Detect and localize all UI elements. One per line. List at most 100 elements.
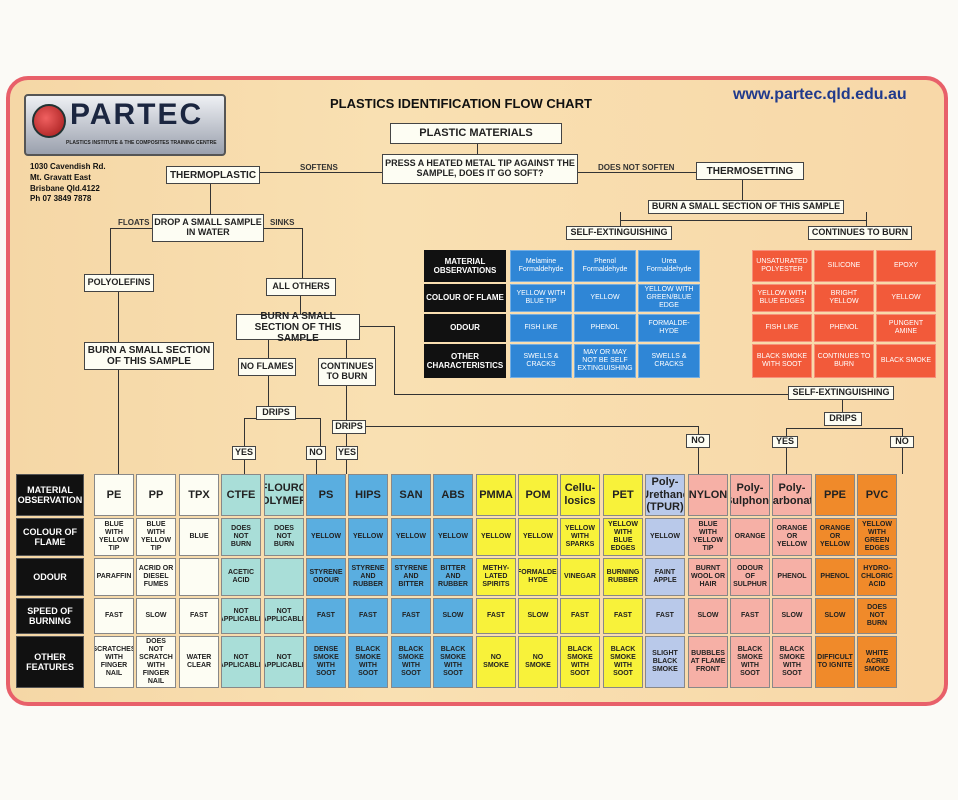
table-cell: ODOUR OF SULPHUR bbox=[730, 558, 770, 596]
connector bbox=[394, 394, 788, 395]
table-cell: SLOW bbox=[772, 598, 812, 634]
softness-test-box: PRESS A HEATED METAL TIP AGAINST THE SAM… bbox=[382, 154, 578, 184]
table-cell: YELLOW WITH SPARKS bbox=[560, 518, 600, 556]
connector bbox=[316, 460, 317, 474]
table-row-label: MATERIAL OBSERVATION bbox=[16, 474, 84, 516]
no-box: NO bbox=[306, 446, 326, 460]
material-name: HIPS bbox=[348, 474, 388, 516]
ts-red-cell: EPOXY bbox=[876, 250, 936, 282]
ts-row-label: OTHER CHARACTERISTICS bbox=[424, 344, 506, 378]
table-cell: PHENOL bbox=[815, 558, 855, 596]
thermoplastic-box: THERMOPLASTIC bbox=[166, 166, 260, 184]
connector bbox=[210, 184, 211, 214]
material-name: POM bbox=[518, 474, 558, 516]
all-others-box: ALL OTHERS bbox=[266, 278, 336, 296]
ts-red-cell: YELLOW WITH BLUE EDGES bbox=[752, 284, 812, 312]
table-cell: BUBBLES AT FLAME FRONT bbox=[688, 636, 728, 688]
table-cell: SLIGHT BLACK SMOKE bbox=[645, 636, 685, 688]
ts-blue-cell: MAY OR MAY NOT BE SELF EXTINGUISHING bbox=[574, 344, 636, 378]
connector bbox=[578, 172, 696, 173]
connector bbox=[118, 292, 119, 342]
yes-box: YES bbox=[772, 436, 798, 448]
material-name: PPE bbox=[815, 474, 855, 516]
floats-label: FLOATS bbox=[118, 218, 150, 227]
table-cell: WATER CLEAR bbox=[179, 636, 219, 688]
table-cell: BITTER AND RUBBER bbox=[433, 558, 473, 596]
ts-red-cell: CONTINUES TO BURN bbox=[814, 344, 874, 378]
connector bbox=[302, 228, 303, 278]
connector bbox=[268, 376, 269, 406]
material-name: Cellu-losics bbox=[560, 474, 600, 516]
material-name: NYLON bbox=[688, 474, 728, 516]
table-cell: SLOW bbox=[815, 598, 855, 634]
table-cell: BLACK SMOKE WITH SOOT bbox=[433, 636, 473, 688]
material-name: PS bbox=[306, 474, 346, 516]
no-box: NO bbox=[890, 436, 914, 448]
phone: Ph 07 3849 7878 bbox=[30, 194, 92, 204]
table-cell: FAST bbox=[730, 598, 770, 634]
connector bbox=[362, 426, 698, 427]
table-cell: DIFFICULT TO IGNITE bbox=[815, 636, 855, 688]
no-flames-box: NO FLAMES bbox=[238, 358, 296, 376]
table-cell: FAST bbox=[645, 598, 685, 634]
table-cell: BURNT WOOL OR HAIR bbox=[688, 558, 728, 596]
connector bbox=[118, 370, 119, 474]
website-url: www.partec.qld.edu.au bbox=[733, 86, 907, 103]
table-row-label: ODOUR bbox=[16, 558, 84, 596]
connector bbox=[902, 448, 903, 474]
table-cell: BLUE WITH YELLOW TIP bbox=[136, 518, 176, 556]
polyolefins-box: POLYOLEFINS bbox=[84, 274, 154, 292]
ts-red-cell: PUNGENT AMINE bbox=[876, 314, 936, 342]
connector bbox=[346, 386, 347, 420]
table-cell: ORANGE OR YELLOW bbox=[815, 518, 855, 556]
table-row-label: COLOUR OF FLAME bbox=[16, 518, 84, 556]
connector bbox=[360, 326, 394, 327]
connector bbox=[620, 212, 621, 226]
table-cell bbox=[179, 558, 219, 596]
table-cell: YELLOW bbox=[645, 518, 685, 556]
connector bbox=[346, 460, 347, 474]
table-cell: BLUE bbox=[179, 518, 219, 556]
self-extinguishing-box: SELF-EXTINGUISHING bbox=[566, 226, 672, 240]
table-cell: DOES NOT SCRATCH WITH FINGER NAIL bbox=[136, 636, 176, 688]
table-cell bbox=[264, 558, 304, 596]
connector bbox=[786, 448, 787, 474]
table-cell: SLOW bbox=[688, 598, 728, 634]
table-cell: FAINT APPLE bbox=[645, 558, 685, 596]
drips-box: DRIPS bbox=[256, 406, 296, 420]
table-cell: NOT APPLICABLE bbox=[264, 598, 304, 634]
connector bbox=[786, 428, 902, 429]
connector bbox=[244, 460, 245, 474]
drips-box: DRIPS bbox=[824, 412, 862, 426]
table-cell: DOES NOT BURN bbox=[857, 598, 897, 634]
connector bbox=[842, 400, 843, 412]
table-cell: FAST bbox=[476, 598, 516, 634]
table-cell: ACRID OR DIESEL FUMES bbox=[136, 558, 176, 596]
table-cell: BLACK SMOKE WITH SOOT bbox=[603, 636, 643, 688]
connector bbox=[698, 426, 699, 434]
no-box: NO bbox=[686, 434, 710, 448]
logo-globe-icon bbox=[32, 104, 66, 138]
address-line: Brisbane Qld.4122 bbox=[30, 183, 100, 193]
table-cell: DENSE SMOKE WITH SOOT bbox=[306, 636, 346, 688]
table-cell: NOT APPLICABLE bbox=[221, 598, 261, 634]
table-cell: FAST bbox=[306, 598, 346, 634]
ts-blue-cell: Urea Formaldehyde bbox=[638, 250, 700, 282]
table-cell: WHITE ACRID SMOKE bbox=[857, 636, 897, 688]
ts-row-label: MATERIAL OBSERVATIONS bbox=[424, 250, 506, 282]
chart-title: PLASTICS IDENTIFICATION FLOW CHART bbox=[330, 96, 592, 111]
table-cell: HYDRO-CHLORIC ACID bbox=[857, 558, 897, 596]
plastic-materials-box: PLASTIC MATERIALS bbox=[390, 123, 562, 144]
material-name: Poly-Urethane (TPUR) bbox=[645, 474, 685, 516]
table-cell: DOES NOT BURN bbox=[221, 518, 261, 556]
table-cell: SLOW bbox=[433, 598, 473, 634]
table-cell: ACETIC ACID bbox=[221, 558, 261, 596]
connector bbox=[742, 180, 743, 200]
address-line: Mt. Gravatt East bbox=[30, 172, 91, 182]
table-cell: NO SMOKE bbox=[518, 636, 558, 688]
connector bbox=[346, 434, 347, 446]
ts-row-label: COLOUR OF FLAME bbox=[424, 284, 506, 312]
table-cell: YELLOW bbox=[306, 518, 346, 556]
connector bbox=[786, 428, 787, 436]
table-cell: YELLOW WITH BLUE EDGES bbox=[603, 518, 643, 556]
